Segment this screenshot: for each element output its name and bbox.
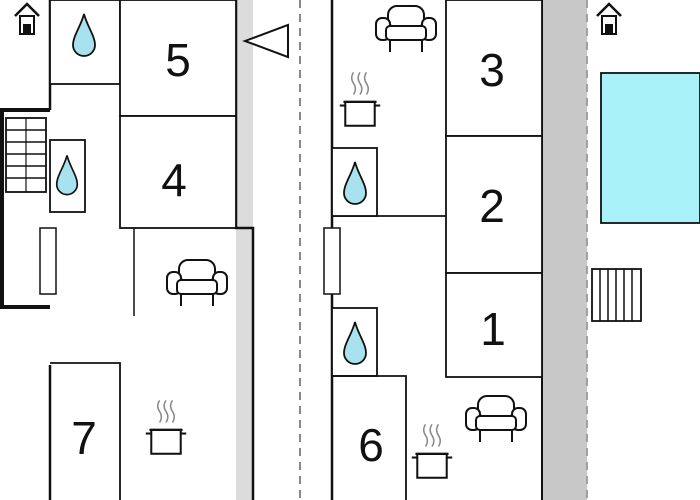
house-icon (595, 2, 623, 36)
direction-arrow-icon (242, 23, 289, 59)
room-number-6: 6 (358, 419, 384, 471)
bedroom-7 (50, 362, 121, 500)
room-number-4: 4 (161, 154, 187, 206)
window-opening (39, 227, 57, 295)
house-icon (13, 2, 41, 36)
bedroom-1 (445, 272, 543, 378)
room-number-3: 3 (479, 44, 505, 96)
bedroom-6 (332, 375, 407, 500)
stairs-icon (5, 117, 47, 193)
right-building: 3 2 1 6 (323, 0, 700, 500)
room-number-2: 2 (479, 180, 505, 232)
armchair-icon (375, 5, 437, 53)
room-number-1: 1 (480, 303, 506, 355)
room-number-5: 5 (165, 34, 191, 86)
cooking-pot-icon (410, 422, 454, 480)
left-building: 5 4 7 (0, 0, 301, 500)
left-corridor (236, 0, 253, 500)
stairs-icon (591, 268, 642, 322)
bedroom-5 (119, 0, 237, 117)
cooking-pot-icon (338, 70, 382, 128)
window-opening (323, 227, 341, 295)
armchair-icon (166, 259, 228, 307)
armchair-icon (465, 395, 527, 443)
right-corridor (542, 0, 587, 500)
room-number-7: 7 (71, 412, 97, 464)
bedroom-2 (445, 135, 543, 274)
cooking-pot-icon (144, 398, 188, 456)
swimming-pool (600, 72, 700, 224)
bedroom-4 (119, 115, 237, 229)
